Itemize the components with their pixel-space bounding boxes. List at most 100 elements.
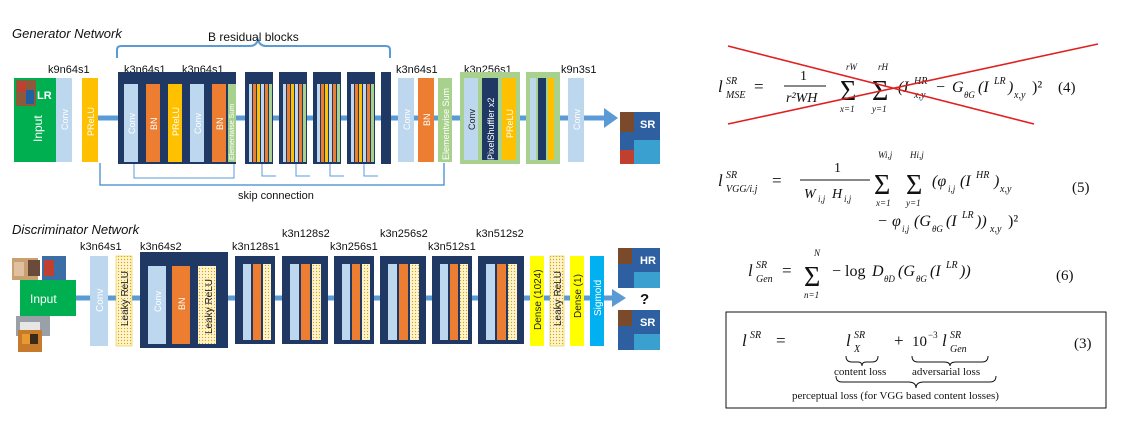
svg-text:i,j: i,j	[818, 194, 826, 204]
equation-perceptual-loss: l SR = l SR X + 10 −3 l SR Gen	[742, 330, 997, 389]
svg-text:+: +	[894, 331, 904, 350]
eq5-number: (5)	[1072, 180, 1090, 196]
gen-prelu-layer	[82, 78, 98, 162]
disc-hr-tag: HR	[640, 255, 656, 267]
svg-text:)²: )²	[1032, 79, 1042, 96]
res-esum-layer	[228, 84, 236, 162]
svg-text:− log: − log	[832, 263, 865, 280]
disc-kernel-label: k3n512s2	[476, 228, 524, 240]
eq6-number: (6)	[1056, 268, 1074, 284]
svg-text:)): ))	[959, 263, 971, 280]
residual-brace	[116, 36, 391, 58]
leaky-label: Leaky ReLU	[204, 279, 215, 334]
generator-title: Generator Network	[12, 26, 123, 41]
conv-label: Conv	[193, 112, 203, 134]
disc-block-collapsed	[380, 256, 426, 344]
svg-text:SR: SR	[726, 170, 737, 181]
perceptual-loss-label: perceptual loss (for VGG based content l…	[792, 390, 999, 402]
svg-text:l: l	[718, 77, 723, 96]
svg-text:rH: rH	[878, 62, 889, 72]
svg-text:Hi,j: Hi,j	[909, 150, 924, 160]
skip-label: skip connection	[238, 190, 314, 202]
conv-label: Conv	[153, 290, 163, 312]
disc-leaky-layer	[549, 255, 565, 347]
svg-text:(I: (I	[960, 173, 971, 190]
up-conv-layer	[464, 78, 478, 160]
svg-text:Σ: Σ	[906, 170, 922, 201]
svg-text:SR: SR	[756, 260, 767, 271]
svg-text:LR: LR	[961, 210, 974, 221]
dense-1024-layer	[530, 256, 544, 346]
svg-text:y=1: y=1	[871, 104, 887, 114]
svg-text:VGG/i.j: VGG/i.j	[726, 184, 758, 195]
gen-input-tag: LR	[37, 90, 52, 102]
disc-block-bn	[172, 266, 190, 344]
svg-text:SR: SR	[750, 330, 761, 341]
svg-text:x,y: x,y	[1013, 90, 1026, 101]
gen-kernel-label: k9n64s1	[48, 64, 90, 76]
svg-text:=: =	[754, 77, 764, 96]
svg-text:HR: HR	[913, 76, 927, 87]
svg-text:G: G	[952, 79, 964, 96]
svg-text:LR: LR	[993, 76, 1006, 87]
svg-text:l: l	[748, 261, 753, 280]
gen-input-label: Input	[31, 115, 45, 142]
svg-text:=: =	[776, 331, 786, 350]
svg-text:n=1: n=1	[804, 290, 819, 300]
dense-1-layer	[570, 256, 584, 346]
svg-text:l: l	[942, 331, 947, 350]
prelu-label: PReLU	[505, 109, 515, 138]
svg-text:l: l	[718, 171, 723, 190]
disc-kernel-label: k3n256s2	[380, 228, 428, 240]
residual-label: B residual blocks	[208, 30, 299, 44]
equation-gen-loss: l SR Gen = N Σ n=1 − log D θD (G θG (I L…	[748, 248, 971, 300]
eq3-number: (3)	[1074, 336, 1092, 352]
svg-text:(I: (I	[978, 79, 989, 96]
res-bn-layer	[212, 84, 226, 162]
leaky-label: Leaky ReLU	[553, 271, 564, 326]
disc-block-collapsed	[235, 256, 275, 344]
disc-block-leaky	[198, 266, 216, 344]
disc-output-sr-image	[618, 310, 660, 350]
svg-text:Wi,j: Wi,j	[878, 150, 893, 160]
svg-text:θG: θG	[932, 224, 943, 234]
disc-kernel-label: k3n128s2	[282, 228, 330, 240]
gen-conv-layer	[56, 78, 72, 162]
svg-text:Gen: Gen	[756, 274, 773, 285]
svg-text:−3: −3	[928, 330, 938, 340]
esum-label: Elementwise Sum	[229, 104, 236, 160]
disc-output-hr-image	[618, 248, 660, 288]
res-bn-layer	[146, 84, 160, 162]
residual-block-collapsed	[313, 72, 341, 164]
disc-sr-tag: SR	[640, 317, 655, 329]
disc-block-collapsed	[432, 256, 472, 344]
res-prelu-layer	[168, 84, 182, 162]
residual-block-collapsed	[347, 72, 375, 164]
svg-text:1: 1	[834, 161, 841, 176]
disc-kernel-label: k3n256s1	[330, 241, 378, 253]
svg-text:rW: rW	[846, 62, 859, 72]
sigmoid-label: Sigmoid	[593, 280, 604, 316]
dense1024-label: Dense (1024)	[533, 269, 544, 330]
svg-text:x=1: x=1	[839, 104, 855, 114]
cross-line	[727, 45, 1035, 125]
eq4-number: (4)	[1058, 80, 1076, 96]
gen-conv-final-layer	[568, 78, 584, 162]
residual-block-collapsed	[381, 72, 391, 164]
svg-text:φ: φ	[892, 213, 901, 230]
svg-text:(G: (G	[914, 213, 931, 230]
sigmoid-layer	[590, 256, 604, 346]
conv-label: Conv	[467, 108, 477, 130]
content-loss-label: content loss	[834, 366, 886, 378]
svg-text:Σ: Σ	[840, 76, 856, 107]
gen-bn-layer	[418, 78, 434, 162]
residual-block-collapsed	[245, 72, 273, 164]
svg-text:l: l	[742, 331, 747, 350]
svg-text:): )	[993, 173, 999, 190]
svg-text:θD: θD	[884, 274, 895, 284]
gen-kernel-label: k9n3s1	[561, 64, 596, 76]
bn-label: BN	[177, 297, 187, 310]
svg-text:i,j: i,j	[902, 224, 910, 234]
svg-text:10: 10	[912, 334, 927, 350]
